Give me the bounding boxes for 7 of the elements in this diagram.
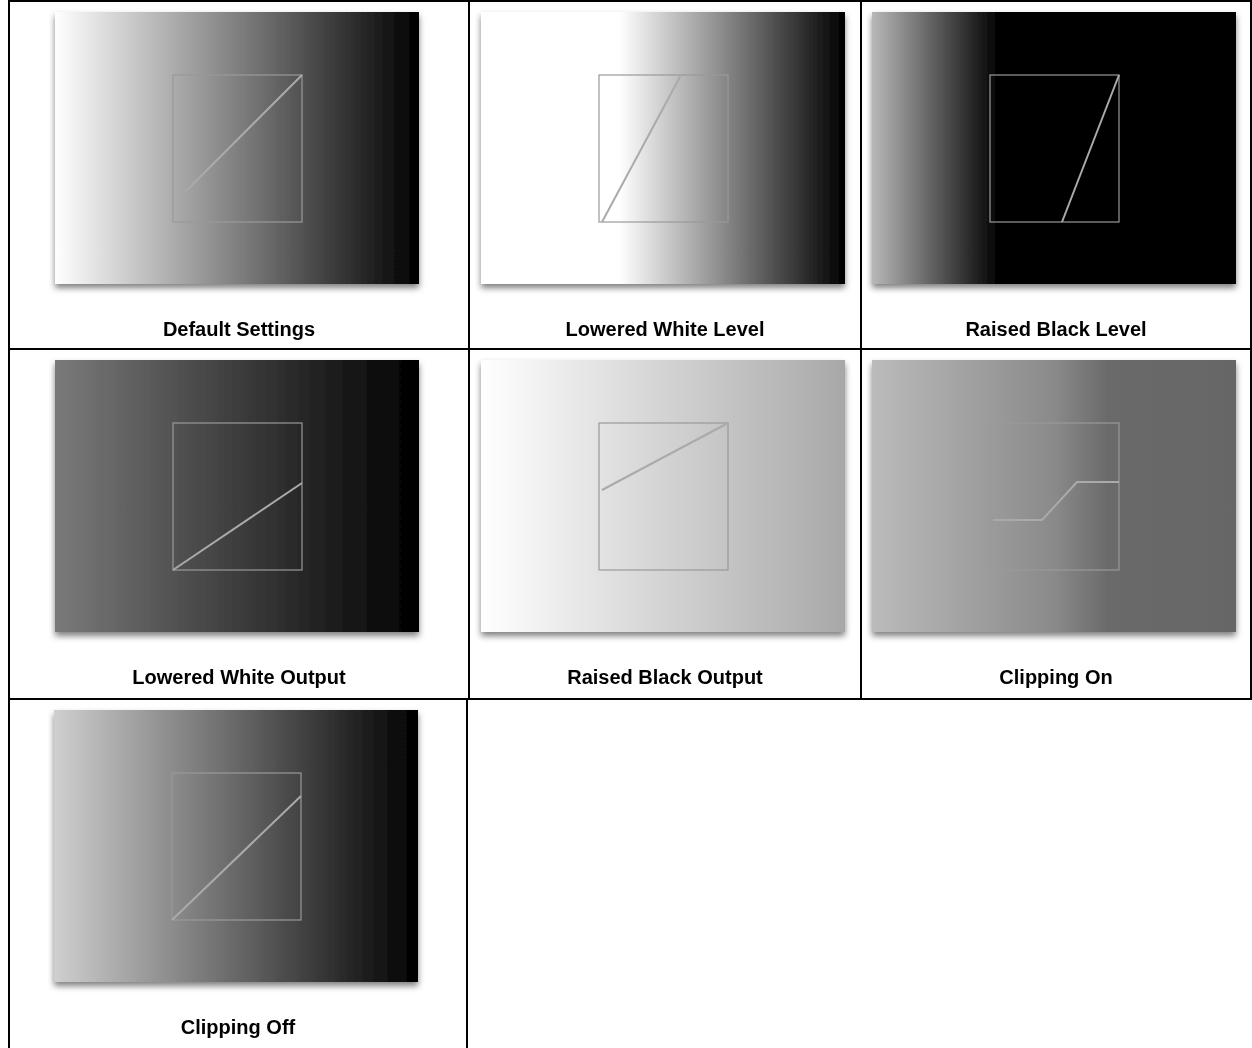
panel-caption: Lowered White Level	[565, 318, 765, 341]
panel-caption: Raised Black Output	[567, 666, 763, 689]
panel-caption: Clipping On	[999, 666, 1113, 689]
panel-caption: Raised Black Level	[965, 318, 1147, 341]
panel-caption: Default Settings	[162, 318, 316, 341]
panel-caption: Lowered White Output	[132, 666, 346, 689]
panel-caption: Clipping Off	[180, 1016, 296, 1039]
